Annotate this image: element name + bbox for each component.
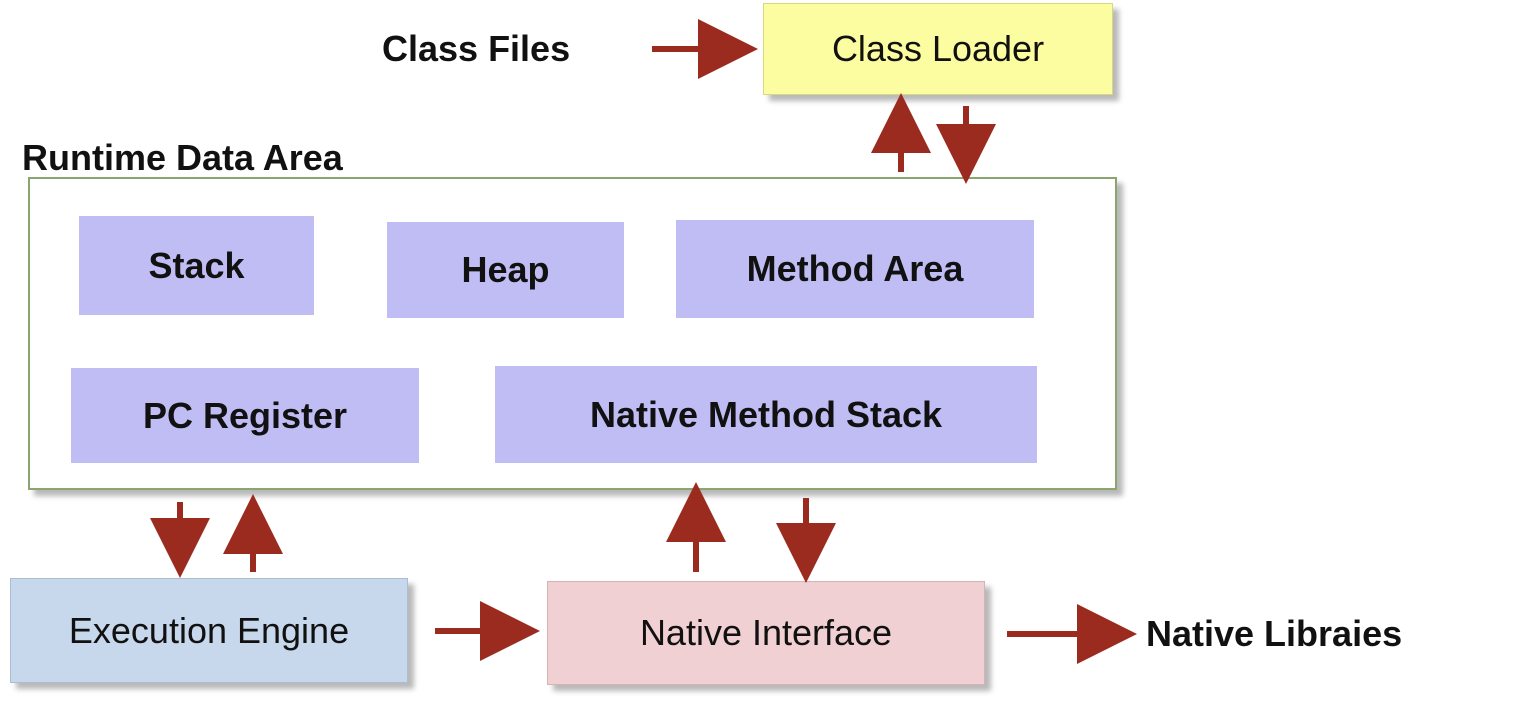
runtime-data-area-label: Runtime Data Area	[22, 137, 343, 178]
pc-register-label: PC Register	[142, 394, 348, 436]
stack-box: Stack	[79, 216, 314, 315]
class-files-label: Class Files	[382, 28, 571, 69]
native-method-stack-box: Native Method Stack	[495, 366, 1037, 463]
class-loader-box: Class Loader	[763, 3, 1113, 95]
stack-label: Stack	[148, 244, 245, 286]
class-loader-label: Class Loader	[831, 28, 1045, 69]
pc-register-box: PC Register	[71, 368, 419, 463]
execution-engine-box: Execution Engine	[10, 578, 408, 683]
native-method-stack-label: Native Method Stack	[589, 393, 943, 435]
heap-box: Heap	[387, 222, 624, 318]
native-libraries-label: Native Libraies	[1146, 613, 1403, 654]
method-area-box: Method Area	[676, 220, 1034, 318]
native-interface-box: Native Interface	[547, 581, 985, 685]
heap-label: Heap	[461, 249, 550, 290]
native-interface-label: Native Interface	[639, 612, 893, 653]
execution-engine-label: Execution Engine	[68, 609, 350, 651]
method-area-label: Method Area	[746, 248, 964, 289]
